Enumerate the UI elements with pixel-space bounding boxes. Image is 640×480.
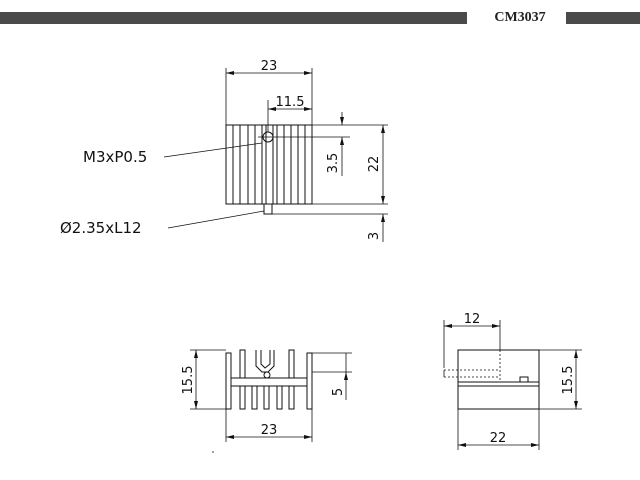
front-width-dim: 23 [261,423,278,438]
model-number: CM3037 [494,10,546,25]
top-height-dim: 22 [367,156,382,173]
front-view: 15.5 5 23 [181,349,352,453]
top-hole-offset-dim: 3.5 [326,153,341,174]
side-height-dim: 15.5 [561,366,576,395]
side-view-outline [457,349,540,410]
side-view: 12 15.5 22 [443,312,582,450]
thread-label: M3xP0.5 [83,148,147,166]
pin-label: Ø2.35xL12 [60,219,142,237]
front-height-dim: 15.5 [181,366,196,395]
pin [263,203,273,215]
top-view: 23 11.5 3.5 22 3 M3xP0.5 Ø2.35xL12 [60,59,388,242]
side-offset-dim: 12 [464,312,481,327]
clip-hole-icon [263,371,271,379]
top-half-dim: 11.5 [276,95,305,110]
side-length-dim: 22 [490,431,507,446]
top-pin-dim: 3 [367,232,382,240]
top-width-dim: 23 [261,59,278,74]
front-slot-dim: 5 [331,388,346,396]
header-bar-left [0,12,467,24]
header-bar-right [566,12,640,24]
